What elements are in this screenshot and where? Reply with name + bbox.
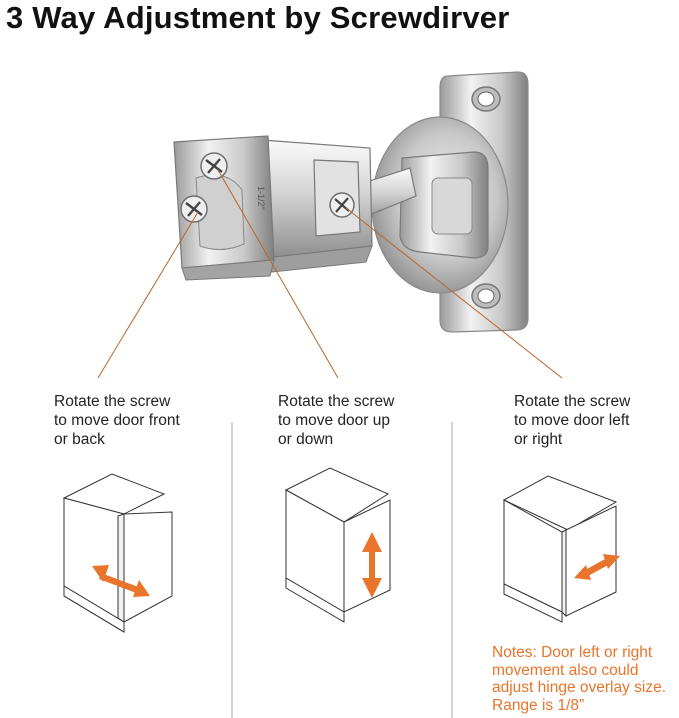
caption-left-right: Rotate the screw to move door left or ri… [514,393,631,448]
arrow-left-right-icon [574,554,620,580]
cabinet-base [503,583,563,623]
door-gap [561,529,567,618]
leader-lines [97,169,563,379]
cabinet-door [123,511,173,623]
arrow-up-down-icon [362,532,382,598]
spring-housing [431,177,473,235]
screw-front-back-icon [180,195,208,223]
cabinet-side [63,497,125,623]
cabinet-left-right [502,475,618,623]
screw-left-right-icon [329,192,355,218]
caption-up-down: Rotate the screw to move door up or down [278,393,395,448]
arrow-front-back-icon [92,565,150,597]
leader-line-front-back [97,211,199,379]
cabinet-top [502,475,618,531]
cabinet-front-back [62,473,173,633]
cabinet-base [285,577,345,623]
notes: Notes: Door left or right movement also … [492,644,667,714]
leader-line-up-down [217,169,339,379]
plate-hole-bottom [471,283,501,309]
cabinet-up-down [284,467,391,623]
bracket-marking: 1-1/2" [256,186,266,210]
caption-front-back: Rotate the screw to move door front or b… [54,393,180,448]
door-edge [117,513,125,623]
screw-up-down-icon [200,152,228,180]
plate-hole-top [471,86,501,112]
leader-line-left-right [345,207,563,379]
hinge-illustration: 1-1/2" [173,71,529,333]
page-title: 3 Way Adjustment by Screwdirver [6,0,510,35]
bracket-underside [181,259,275,281]
